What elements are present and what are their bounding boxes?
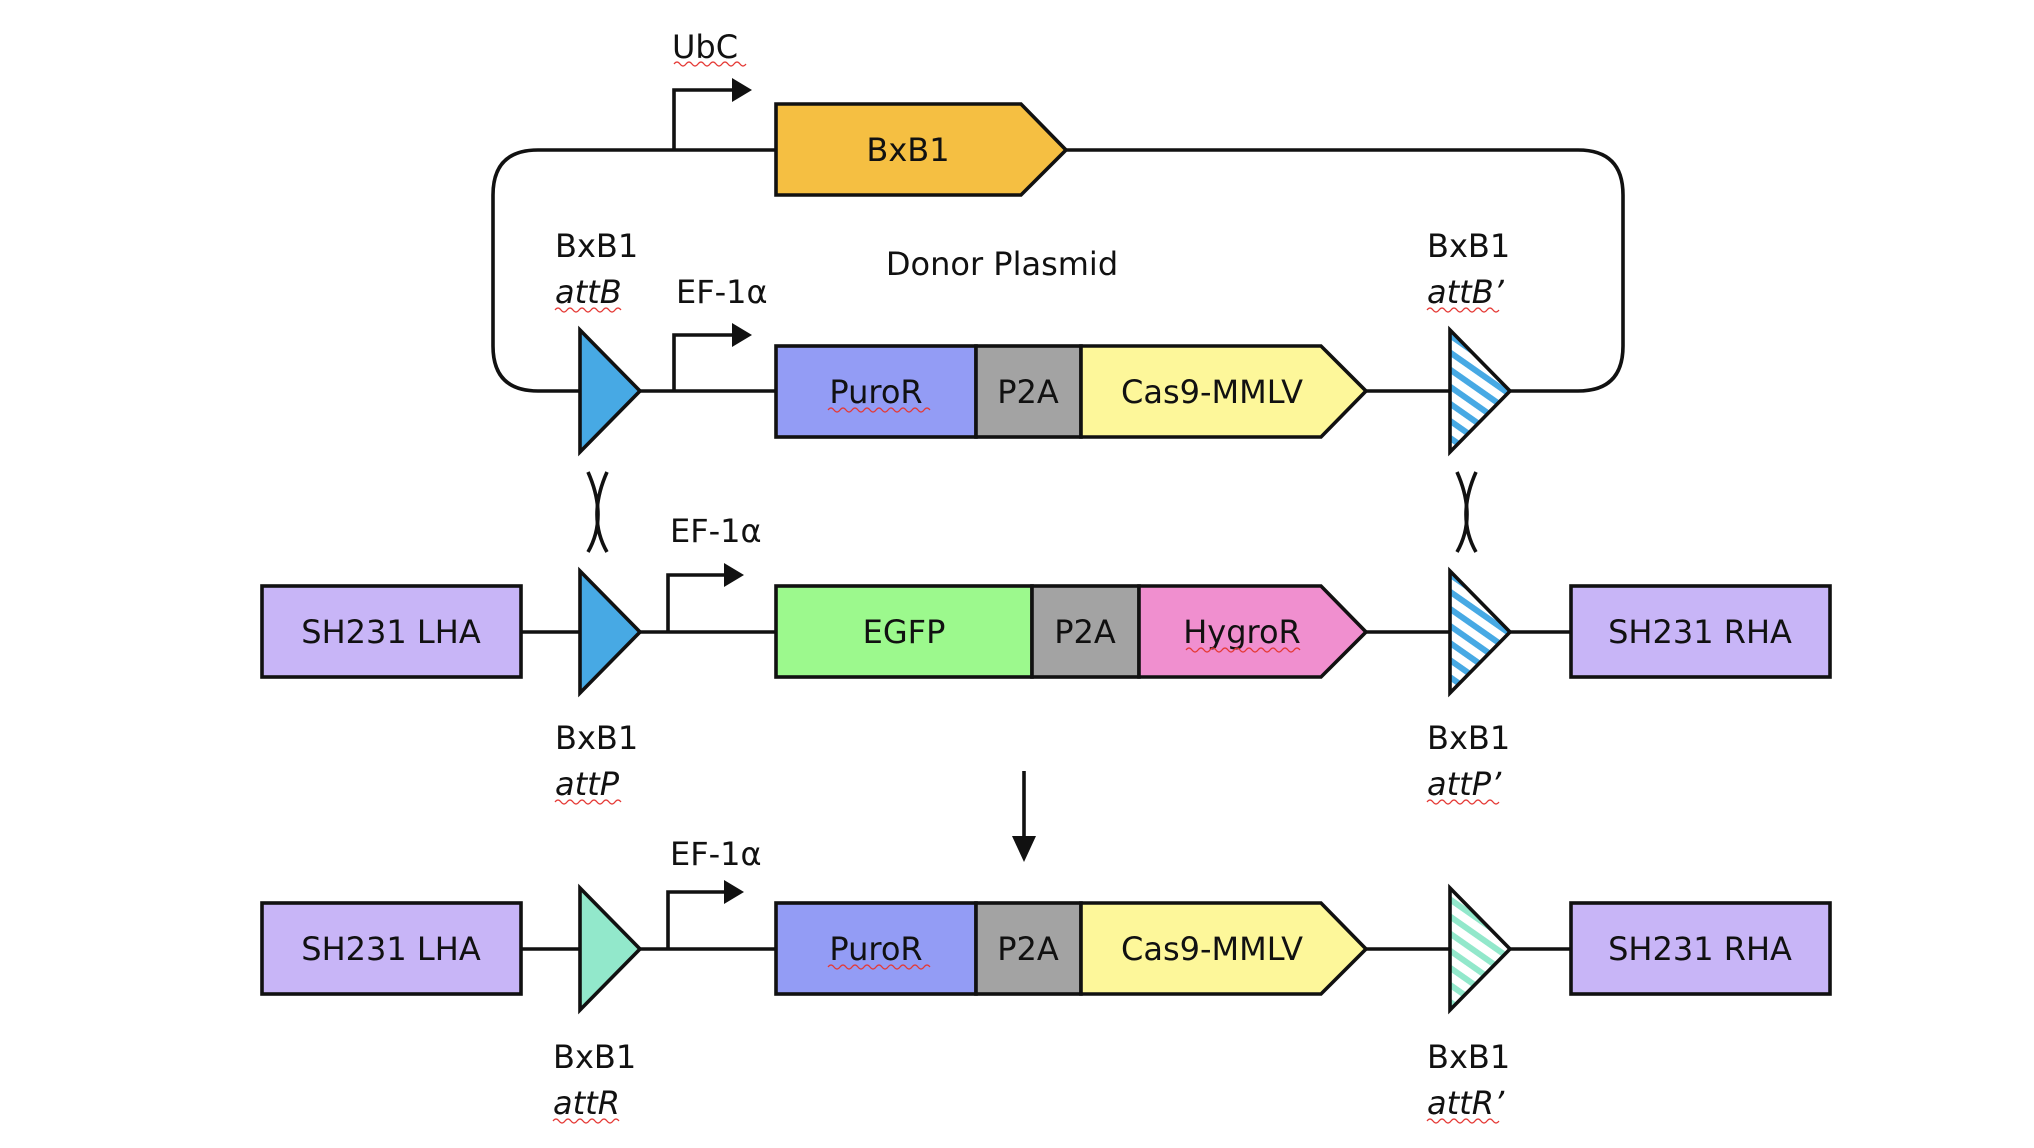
plasmid-backbone bbox=[491, 148, 1625, 393]
integration-arrow bbox=[1012, 771, 1036, 862]
ef1a-label-landing: EF-1α bbox=[670, 512, 762, 550]
attP-left-bottom: attP bbox=[555, 765, 620, 803]
rha-box-landing bbox=[1569, 584, 1832, 679]
ef1a-label-product: EF-1α bbox=[670, 835, 762, 873]
attP-right-top: BxB1 bbox=[1427, 719, 1510, 757]
bxb1-gene-box bbox=[774, 102, 1069, 197]
lha-label-product: SH231 LHA bbox=[301, 930, 481, 968]
attR-right-top: BxB1 bbox=[1427, 1038, 1510, 1076]
attP-left-top: BxB1 bbox=[555, 719, 638, 757]
p2a-label-product: P2A bbox=[997, 930, 1059, 968]
attB-right-site bbox=[1448, 325, 1513, 457]
hygror-label: HygroR bbox=[1183, 613, 1301, 651]
p2a-label-plasmid: P2A bbox=[997, 373, 1059, 411]
attR-right-bottom: attR’ bbox=[1427, 1084, 1505, 1122]
attB-left-bottom: attB bbox=[555, 273, 622, 311]
recombination-cross-left bbox=[586, 471, 609, 553]
rha-label-landing: SH231 RHA bbox=[1608, 613, 1792, 651]
egfp-label: EGFP bbox=[863, 613, 946, 651]
attR-left-top: BxB1 bbox=[553, 1038, 636, 1076]
bxb1-gene-label: BxB1 bbox=[866, 131, 949, 169]
cas9-label-product: Cas9-MMLV bbox=[1121, 930, 1303, 968]
lha-label-landing: SH231 LHA bbox=[301, 613, 481, 651]
lha-box-landing bbox=[260, 584, 523, 679]
recombination-cross-right bbox=[1455, 471, 1478, 553]
hygror-box bbox=[1137, 584, 1369, 679]
plasmid-title: Donor Plasmid bbox=[886, 245, 1118, 283]
cas9-box-plasmid bbox=[1079, 344, 1369, 439]
integrated-product: SH231 LHA BxB1 attR EF-1α PuroR P2A Cas9… bbox=[260, 835, 1832, 1124]
cas9-label-plasmid: Cas9-MMLV bbox=[1121, 373, 1303, 411]
attP-right-site bbox=[1448, 566, 1513, 698]
attB-left-top: BxB1 bbox=[555, 227, 638, 265]
landing-pad: SH231 LHA BxB1 attP EF-1α EGFP P2A Hygro… bbox=[260, 512, 1832, 805]
attP-left-site bbox=[578, 566, 643, 698]
ef1a-label-plasmid: EF-1α bbox=[676, 273, 768, 311]
rha-label-product: SH231 RHA bbox=[1608, 930, 1792, 968]
p2a-label-landing: P2A bbox=[1054, 613, 1116, 651]
lha-box-product bbox=[260, 901, 523, 996]
puror-label-product: PuroR bbox=[829, 930, 922, 968]
cas9-box-product bbox=[1079, 901, 1369, 996]
puror-label-plasmid: PuroR bbox=[829, 373, 922, 411]
attP-right-bottom: attP’ bbox=[1427, 765, 1502, 803]
attR-left-bottom: attR bbox=[553, 1084, 620, 1122]
ef1a-promoter-arrow-product bbox=[666, 880, 744, 949]
ubc-label: UbC bbox=[672, 28, 738, 66]
ubc-promoter-arrow bbox=[672, 78, 752, 150]
puror-box-plasmid bbox=[774, 344, 978, 439]
attB-right-bottom: attB’ bbox=[1427, 273, 1505, 311]
attR-right-site bbox=[1448, 883, 1513, 1015]
ef1a-promoter-arrow-plasmid bbox=[672, 323, 752, 391]
attR-left-site bbox=[578, 883, 643, 1015]
attB-left-site bbox=[578, 325, 643, 457]
donor-plasmid: UbC BxB1 Donor Plasmid BxB1 attB EF-1α P… bbox=[491, 28, 1625, 457]
attB-right-top: BxB1 bbox=[1427, 227, 1510, 265]
p2a-box-product bbox=[974, 901, 1083, 996]
rha-box-product bbox=[1569, 901, 1832, 996]
puror-box-product bbox=[774, 901, 978, 996]
ef1a-promoter-arrow-landing bbox=[666, 563, 744, 632]
